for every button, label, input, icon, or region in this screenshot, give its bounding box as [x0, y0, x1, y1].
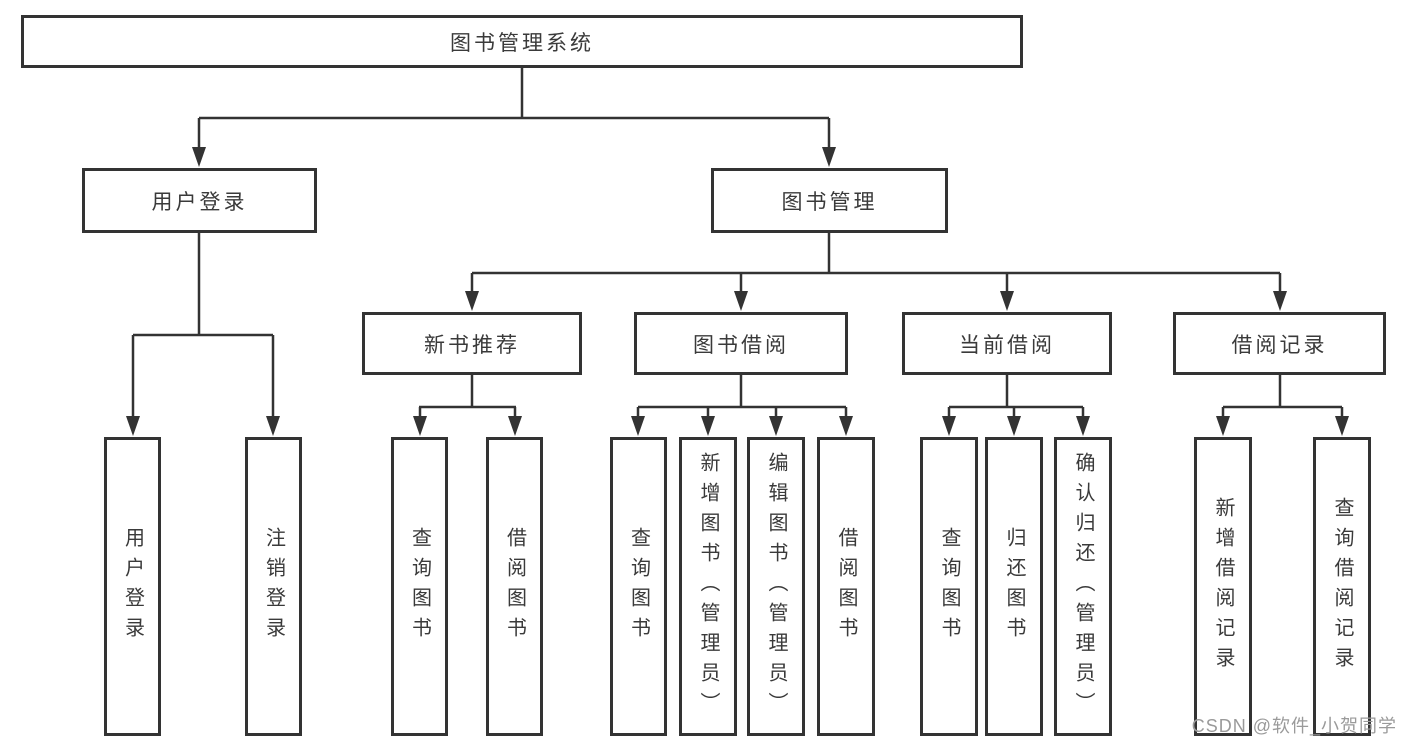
leaf-label: 确认归还（管理员） [1072, 451, 1094, 722]
leaf-query-books-current: 查询图书 [920, 437, 978, 736]
leaf-label: 新增借阅记录 [1212, 496, 1234, 677]
leaf-label: 编辑图书（管理员） [765, 451, 787, 722]
watermark: CSDN @软件_小贺同学 [1191, 716, 1397, 736]
arrowheads [126, 147, 1349, 436]
leaf-query-books-recommend: 查询图书 [391, 437, 448, 736]
node-label: 图书借阅 [693, 333, 789, 357]
leaf-add-borrow-record: 新增借阅记录 [1194, 437, 1252, 736]
leaf-label: 查询图书 [938, 526, 960, 647]
leaf-label: 借阅图书 [835, 526, 857, 647]
leaf-edit-books-admin: 编辑图书（管理员） [747, 437, 805, 736]
node-label: 图书管理 [781, 190, 878, 214]
leaf-borrow-books-recommend: 借阅图书 [486, 437, 543, 736]
leaf-label: 查询图书 [627, 526, 650, 647]
leaf-return-books: 归还图书 [985, 437, 1043, 736]
node-book-borrowing: 图书借阅 [634, 312, 848, 375]
node-borrowing-records: 借阅记录 [1173, 312, 1386, 375]
node-label: 当前借阅 [959, 333, 1055, 357]
node-new-book-recommend: 新书推荐 [362, 312, 582, 375]
node-book-management: 图书管理 [711, 168, 948, 233]
node-label: 新书推荐 [424, 333, 520, 357]
leaf-label: 查询图书 [408, 526, 431, 647]
leaf-query-books-borrowing: 查询图书 [610, 437, 667, 736]
node-label: 借阅记录 [1231, 333, 1328, 357]
leaf-user-login: 用户登录 [104, 437, 161, 736]
node-current-borrowing: 当前借阅 [902, 312, 1112, 375]
leaf-add-books-admin: 新增图书（管理员） [679, 437, 737, 736]
leaf-label: 注销登录 [262, 526, 285, 647]
leaf-label: 借阅图书 [503, 526, 526, 647]
leaf-label: 查询借阅记录 [1331, 496, 1353, 677]
leaf-label: 用户登录 [121, 526, 144, 647]
node-library-management-system: 图书管理系统 [21, 15, 1023, 68]
leaf-label: 新增图书（管理员） [697, 451, 719, 722]
leaf-confirm-return-admin: 确认归还（管理员） [1054, 437, 1112, 736]
leaf-label: 归还图书 [1003, 526, 1025, 647]
leaf-logout: 注销登录 [245, 437, 302, 736]
leaf-borrow-books: 借阅图书 [817, 437, 875, 736]
node-user-login: 用户登录 [82, 168, 317, 233]
node-label: 用户登录 [151, 190, 248, 214]
node-label: 图书管理系统 [450, 31, 594, 55]
leaf-query-borrow-record: 查询借阅记录 [1313, 437, 1371, 736]
